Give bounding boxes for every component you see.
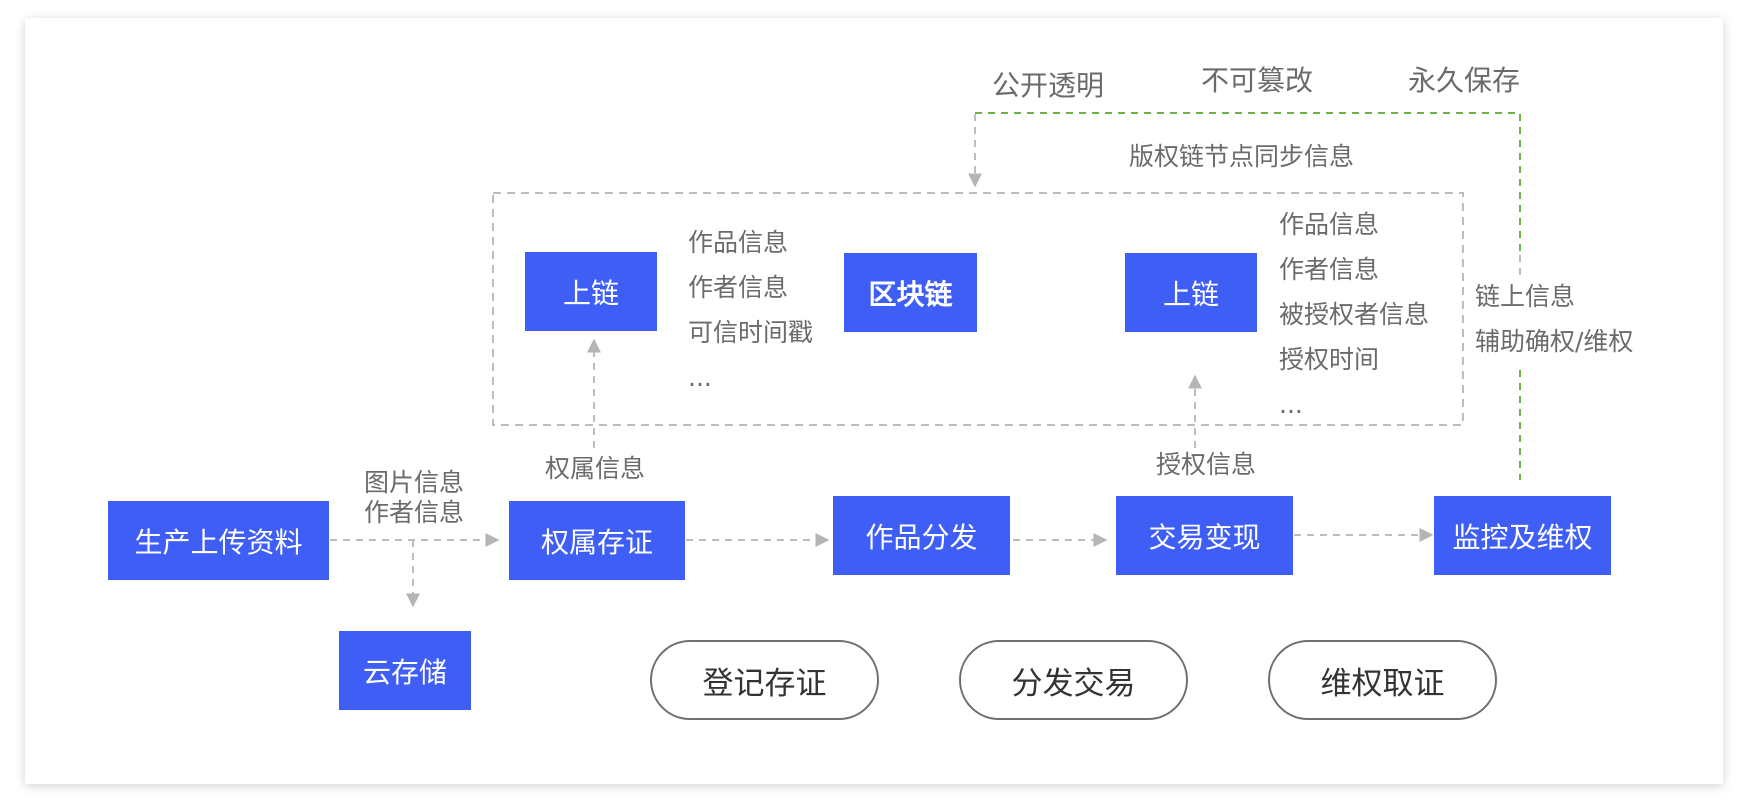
chain-upload-left: 上链 <box>525 252 657 331</box>
info-item: ... <box>1279 390 1303 419</box>
info-item: 被授权者信息 <box>1279 300 1430 329</box>
label-license-info: 授权信息 <box>1156 450 1257 479</box>
label-permanent: 永久保存 <box>1408 64 1521 97</box>
info-item: 可信时间戳 <box>688 318 814 347</box>
trade-box: 交易变现 <box>1116 496 1293 575</box>
stage-register: 登记存证 <box>650 640 879 720</box>
chain-upload-right: 上链 <box>1125 253 1257 332</box>
info-item: 作者信息 <box>688 273 789 302</box>
info-item: 作品信息 <box>1279 210 1380 239</box>
upload-box: 生产上传资料 <box>108 501 329 580</box>
label-immutable: 不可篡改 <box>1201 64 1314 97</box>
sync-line-green <box>975 112 1521 255</box>
info-item: 作者信息 <box>1279 255 1380 284</box>
chain-left-info: 作品信息 作者信息 可信时间戳 ... <box>688 220 813 400</box>
blockchain-node: 区块链 <box>844 253 977 332</box>
upload-info-item: 图片信息 <box>364 468 465 497</box>
side-info: 链上信息 辅助确权/维权 <box>1475 274 1633 364</box>
upload-info: 图片信息 作者信息 <box>364 468 464 528</box>
distribute-box: 作品分发 <box>833 496 1010 575</box>
label-ownership-info: 权属信息 <box>545 454 646 483</box>
side-info-item: 链上信息 <box>1475 282 1576 311</box>
side-info-item: 辅助确权/维权 <box>1475 327 1634 356</box>
monitor-box: 监控及维权 <box>1434 496 1611 575</box>
stage-distribute-trade: 分发交易 <box>959 640 1188 720</box>
info-item: 作品信息 <box>688 228 789 257</box>
cloud-storage-box: 云存储 <box>339 631 471 710</box>
blockchain-frame <box>492 192 1464 426</box>
chain-right-info: 作品信息 作者信息 被授权者信息 授权时间 ... <box>1279 202 1429 427</box>
stage-enforcement: 维权取证 <box>1268 640 1497 720</box>
label-sync: 版权链节点同步信息 <box>1129 142 1355 171</box>
info-item: ... <box>688 363 712 392</box>
info-item: 授权时间 <box>1279 345 1380 374</box>
upload-info-item: 作者信息 <box>364 498 465 527</box>
label-transparent: 公开透明 <box>992 69 1105 102</box>
ownership-box: 权属存证 <box>509 501 685 580</box>
